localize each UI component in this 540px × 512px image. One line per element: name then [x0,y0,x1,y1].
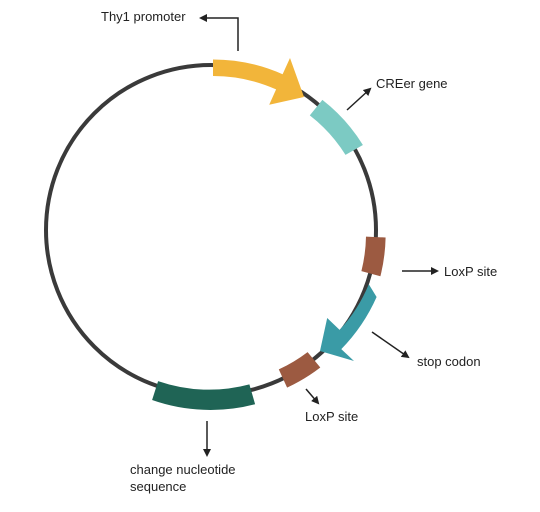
creer-gene-label: CREer gene [376,76,448,91]
creer-gene-segment [309,99,363,155]
stop-codon-label: stop codon [417,354,481,369]
loxp-site-right-label: LoxP site [444,264,497,279]
change-nucleotide-label-line-2: sequence [130,479,186,494]
loxp-site-bottom-label: LoxP site [305,409,358,424]
change-nucleotide-segment [152,381,256,410]
thy1-promoter-pointer-arrow [199,14,239,51]
loxp-site-bottom-segment [278,352,321,388]
thy1-promoter-label: Thy1 promoter [101,9,186,24]
loxp-site-right-segment [361,236,386,277]
change-nucleotide-label-line-1: change nucleotide [130,462,236,477]
stop-codon-pointer-arrow [371,331,410,359]
stop-codon-segment [320,284,377,361]
loxp-site-bottom-pointer-arrow [305,388,320,405]
thy1-promoter-segment [213,58,304,105]
creer-gene-pointer-arrow [346,87,372,111]
